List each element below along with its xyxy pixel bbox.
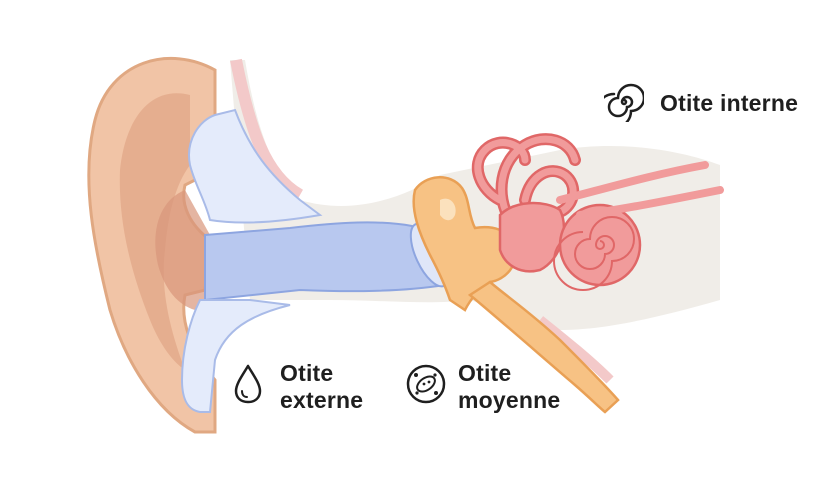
- auditory-nerve: [556, 161, 724, 219]
- label-middle-ear-line1: Otite: [458, 360, 512, 386]
- bacteria-icon: [406, 364, 446, 404]
- outer-ear-skin-lower: [180, 299, 291, 413]
- label-middle-ear: Otite moyenne: [458, 360, 560, 414]
- cochlea-spiral: [553, 216, 635, 291]
- spiral-icon: [604, 83, 644, 122]
- eustachian-tube: [467, 280, 620, 414]
- semicircular-canals-fill: [474, 135, 579, 224]
- label-outer-ear-line2: externe: [280, 387, 364, 413]
- label-outer-ear-line1: Otite: [280, 360, 334, 386]
- skull-tissue-edge: [230, 58, 304, 201]
- auricle-inner-fold: [119, 93, 190, 371]
- outer-ear-skin-upper: [188, 108, 323, 224]
- droplet-icon: [234, 364, 262, 404]
- label-outer-ear: Otite externe: [280, 360, 363, 414]
- auricle-concha: [155, 190, 210, 310]
- outer-ear-canal: [204, 221, 447, 302]
- skull-tissue-edge-lower: [536, 316, 614, 384]
- label-inner-ear: Otite interne: [660, 90, 799, 116]
- cochlea: [558, 203, 642, 287]
- ossicle-detail: [440, 198, 456, 221]
- middle-ear-ossicles: [412, 176, 518, 312]
- label-middle-ear-line2: moyenne: [458, 387, 561, 413]
